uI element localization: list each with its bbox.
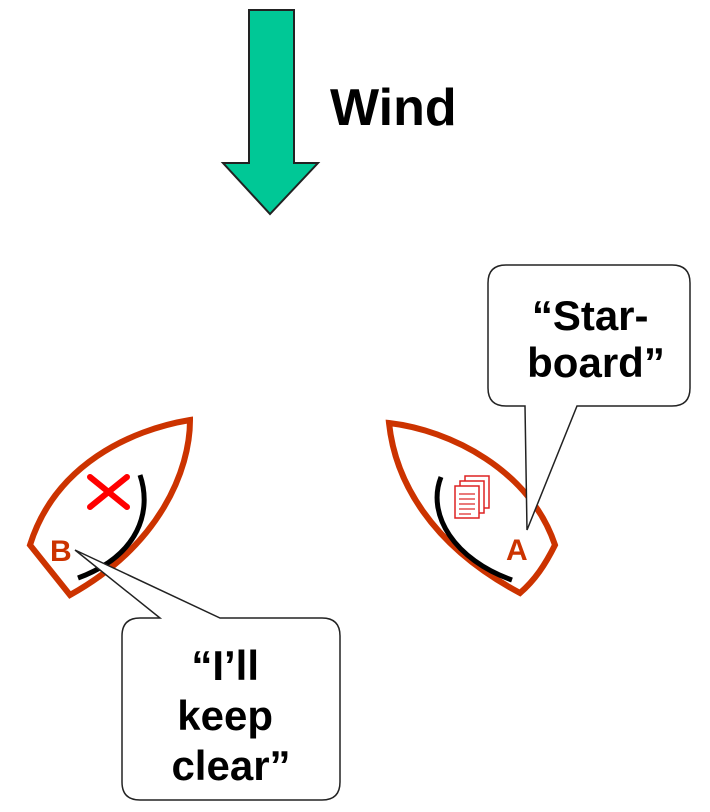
boat-a-letter: A xyxy=(506,534,528,567)
boat-b: B xyxy=(26,416,194,599)
keep-clear-callout-line2: keep xyxy=(177,692,273,739)
starboard-callout: “Star- board” xyxy=(487,264,691,531)
keep-clear-callout: “I’ll keep clear” xyxy=(74,549,341,801)
boat-a-sail xyxy=(434,476,513,583)
boat-a-hull xyxy=(385,419,559,597)
starboard-callout-bubble xyxy=(487,264,691,531)
document-stack-icon xyxy=(454,475,490,519)
wind-arrow xyxy=(220,9,321,216)
wind-label: Wind xyxy=(330,79,457,137)
keep-clear-callout-line1: “I’ll xyxy=(191,642,259,689)
wind-arrow-shape xyxy=(220,9,321,216)
starboard-callout-line2: board” xyxy=(527,339,665,386)
x-mark-icon xyxy=(87,474,130,510)
boat-a: A xyxy=(385,419,559,597)
starboard-callout-text: “Star- board” xyxy=(527,292,665,386)
keep-clear-callout-bubble xyxy=(74,549,341,801)
keep-clear-callout-text: “I’ll keep clear” xyxy=(171,642,290,789)
boat-b-hull xyxy=(26,416,194,599)
boat-b-sail xyxy=(77,474,147,581)
starboard-callout-line1: “Star- xyxy=(532,292,649,339)
keep-clear-callout-line3: clear” xyxy=(171,742,290,789)
boat-b-letter: B xyxy=(50,535,72,568)
